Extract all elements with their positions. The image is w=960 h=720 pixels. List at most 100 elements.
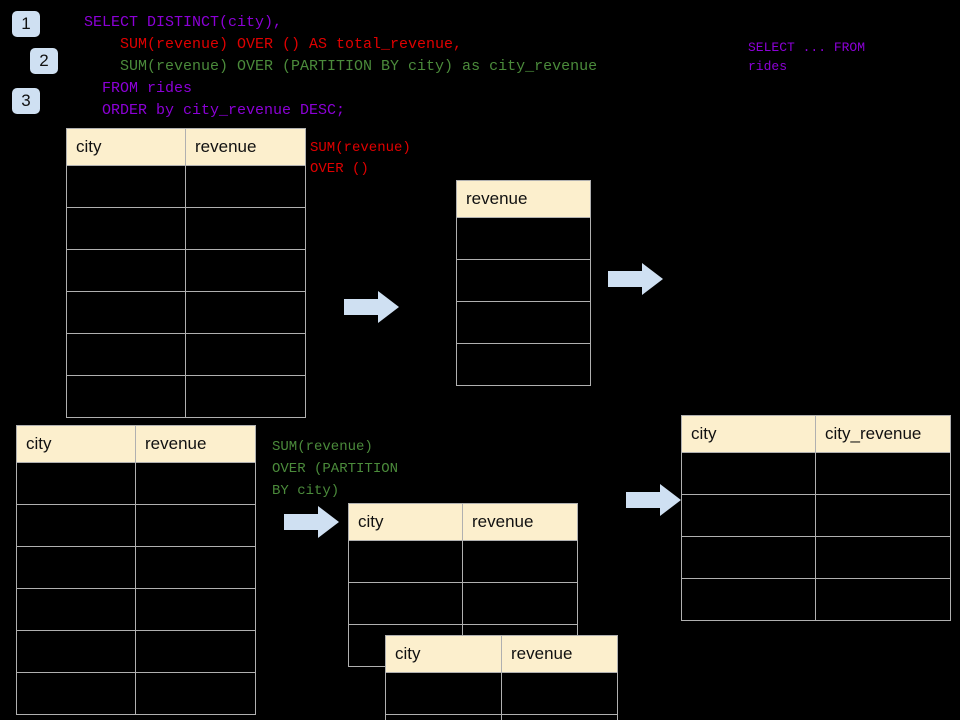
table-cell (135, 588, 256, 631)
table-row (16, 546, 256, 589)
table-cell (462, 582, 578, 625)
column-header-revenue: revenue (135, 425, 256, 463)
table-cell (681, 494, 816, 537)
arrow-total-to-result (608, 262, 664, 296)
arrow-source-to-partition (284, 505, 340, 539)
table-cell (681, 536, 816, 579)
table-cell (815, 536, 951, 579)
sql-line-select: SELECT DISTINCT(city), (84, 14, 283, 31)
table-row (681, 452, 951, 495)
table-row (681, 578, 951, 621)
table-cell (135, 672, 256, 715)
table-cell (16, 462, 136, 505)
table-cell (66, 249, 186, 292)
table-cell (185, 333, 306, 376)
table-cell (135, 546, 256, 589)
table-cell (66, 375, 186, 418)
table-row (348, 582, 578, 625)
table-cell (815, 578, 951, 621)
table-row (385, 672, 618, 715)
table-header-row: revenue (456, 180, 591, 218)
column-header-city: city (66, 128, 186, 166)
table-cell (456, 217, 591, 260)
table-cell (385, 714, 502, 720)
table-cell (16, 672, 136, 715)
column-header-revenue: revenue (462, 503, 578, 541)
table-cell (462, 540, 578, 583)
table-header-row: city city_revenue (681, 415, 951, 453)
column-header-city: city (348, 503, 463, 541)
table-row (66, 249, 306, 292)
table-cell (16, 504, 136, 547)
table-cell (16, 588, 136, 631)
table-cell (185, 165, 306, 208)
step-badge-3: 3 (12, 88, 40, 114)
table-row (681, 536, 951, 579)
table-cell (185, 207, 306, 250)
table-header-row: city revenue (348, 503, 578, 541)
table-total-revenue: revenue (456, 180, 591, 386)
column-header-city: city (681, 415, 816, 453)
column-header-city: city (16, 425, 136, 463)
table-cell (501, 672, 618, 715)
table-cell (681, 452, 816, 495)
table-cell (385, 672, 502, 715)
column-header-revenue: revenue (456, 180, 591, 218)
table-row (66, 375, 306, 418)
table-cell (456, 343, 591, 386)
table-cell (185, 291, 306, 334)
table-row (456, 259, 591, 302)
table-cell (456, 301, 591, 344)
table-cell (135, 462, 256, 505)
table-cell (348, 540, 463, 583)
table-header-row: city revenue (16, 425, 256, 463)
annotation-sum-over-empty: SUM(revenue) OVER () (310, 140, 411, 177)
sql-line-total-revenue: SUM(revenue) OVER () AS total_revenue, (84, 36, 463, 53)
table-cell (66, 291, 186, 334)
table-cell (501, 714, 618, 720)
table-rides-source-top: city revenue (66, 128, 306, 418)
table-row (348, 540, 578, 583)
sql-line-order-by: ORDER by city_revenue DESC; (84, 102, 346, 119)
table-cell (66, 165, 186, 208)
step-badge-1: 1 (12, 11, 40, 37)
table-header-row: city revenue (385, 635, 618, 673)
table-cell (135, 630, 256, 673)
column-header-city-revenue: city_revenue (815, 415, 951, 453)
table-row (456, 301, 591, 344)
table-row (681, 494, 951, 537)
table-cell (348, 582, 463, 625)
table-cell (185, 375, 306, 418)
table-row (16, 588, 256, 631)
table-row (456, 217, 591, 260)
table-rides-source-bottom: city revenue (16, 425, 256, 715)
table-cell (456, 259, 591, 302)
sql-line-city-revenue: SUM(revenue) OVER (PARTITION BY city) as… (84, 58, 598, 75)
table-cell (16, 546, 136, 589)
step-badge-2: 2 (30, 48, 58, 74)
table-cell (16, 630, 136, 673)
table-row (16, 672, 256, 715)
table-row (66, 165, 306, 208)
table-row (385, 714, 618, 720)
table-cell (66, 207, 186, 250)
table-final-result: city city_revenue (681, 415, 951, 621)
table-row (456, 343, 591, 386)
table-cell (185, 249, 306, 292)
annotation-sum-over-partition: SUM(revenue) OVER (PARTITION BY city) (272, 439, 399, 499)
table-row (16, 630, 256, 673)
table-partition-group-front: city revenue (385, 635, 618, 720)
table-row (66, 333, 306, 376)
table-cell (681, 578, 816, 621)
column-header-revenue: revenue (501, 635, 618, 673)
column-header-revenue: revenue (185, 128, 306, 166)
table-cell (815, 494, 951, 537)
table-cell (66, 333, 186, 376)
table-cell (815, 452, 951, 495)
table-row (16, 504, 256, 547)
column-header-city: city (385, 635, 502, 673)
table-row (16, 462, 256, 505)
table-cell (135, 504, 256, 547)
table-row (66, 291, 306, 334)
